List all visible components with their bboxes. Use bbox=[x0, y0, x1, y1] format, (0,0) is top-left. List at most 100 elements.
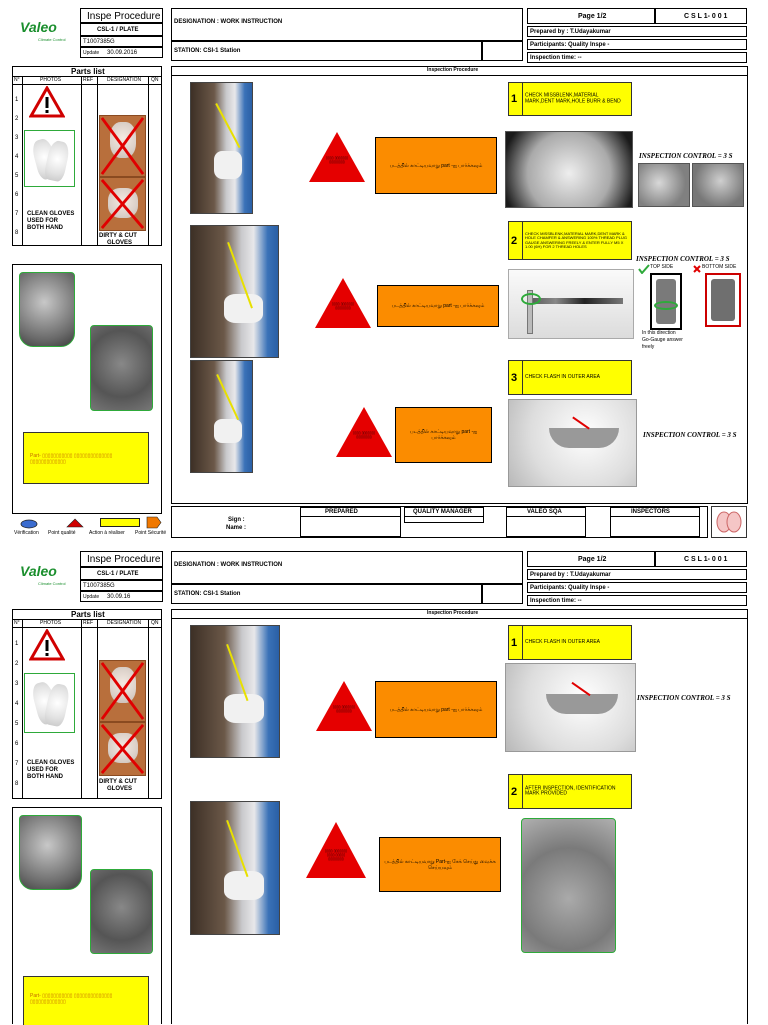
update-date: 30.09.16 bbox=[107, 594, 131, 600]
quality-point-icon bbox=[336, 407, 392, 457]
doc-code: C S L 1- 0 0 1 bbox=[684, 556, 728, 563]
tamil-instruction: படத்தில் காட்டியவாறு part -ஐ பார்க்கவும் bbox=[375, 681, 497, 738]
col-photos: PHOTOS bbox=[40, 77, 62, 83]
station: STATION: CSI-1 Station bbox=[174, 591, 241, 597]
gauge-note: Go-Gauge answer bbox=[642, 337, 683, 343]
legend-action: Action à réaliser bbox=[89, 530, 125, 536]
inspection-control: INSPECTION CONTROL = 3 S bbox=[643, 431, 737, 439]
doc-code: C S L 1- 0 0 1 bbox=[684, 13, 728, 20]
dirty-gloves-label: GLOVES bbox=[107, 786, 133, 792]
gauge-photo bbox=[508, 269, 634, 339]
parts-list-title: Parts list bbox=[71, 67, 105, 76]
valeo-logo: Valeo Climate Control bbox=[14, 558, 74, 588]
row-num: 4 bbox=[15, 154, 19, 160]
inspection-control: INSPECTION CONTROL = 3 S bbox=[639, 152, 733, 160]
hands-icon bbox=[711, 506, 747, 538]
col-ref: REF bbox=[83, 77, 93, 83]
dirty-gloves-label: DIRTY & CUT bbox=[99, 233, 137, 239]
gauge-note: freely bbox=[642, 344, 655, 350]
valeo-logo: Valeo Climate Control bbox=[14, 14, 74, 44]
row-num: 7 bbox=[15, 211, 19, 217]
station: STATION: CSI-1 Station bbox=[174, 48, 241, 54]
legend-verification: Vérification bbox=[14, 530, 39, 536]
inspection-control: INSPECTION CONTROL = 3 S bbox=[636, 255, 730, 263]
part-photos-panel: Part- ▯▯▯▯▯▯▯▯▯▯▯ ▯▯▯▯▯▯▯▯▯▯▯▯▯▯ ▯▯▯▯▯▯▯… bbox=[12, 807, 162, 1025]
col-no: N° bbox=[14, 620, 20, 626]
legend: Vérification Point qualité Action à réal… bbox=[12, 515, 168, 537]
part-note: Part- ▯▯▯▯▯▯▯▯▯▯▯ ▯▯▯▯▯▯▯▯▯▯▯▯▯▯ ▯▯▯▯▯▯▯… bbox=[23, 432, 149, 484]
legend-quality: Point qualité bbox=[48, 530, 76, 536]
part-number: T1007385G bbox=[83, 39, 115, 45]
tamil-instruction: படத்தில் காட்டியவாறு part -ஐ பார்க்கவும் bbox=[375, 137, 497, 194]
operator-photo bbox=[190, 801, 280, 935]
cut-gloves-photo bbox=[99, 722, 146, 776]
part-note: Part- ▯▯▯▯▯▯▯▯▯▯▯ ▯▯▯▯▯▯▯▯▯▯▯▯▯▯ ▯▯▯▯▯▯▯… bbox=[23, 976, 149, 1025]
operator-photo bbox=[190, 82, 253, 214]
page-number: Page 1/2 bbox=[578, 556, 607, 563]
clean-gloves-label: BOTH HAND bbox=[27, 774, 63, 780]
bottom-side-photo bbox=[705, 273, 741, 327]
col-designation: DESIGNATION bbox=[107, 620, 142, 626]
procedure-title: Inspection Procedure bbox=[427, 67, 479, 73]
procedure-title: Inspection Procedure bbox=[427, 610, 479, 616]
inspection-procedure: Inspection Procedure ▯▯▯▯ ▯▯▯▯▯▯▯ ▯▯▯▯▯▯… bbox=[171, 609, 748, 1024]
part-name: CSL-1 / PLATE bbox=[97, 27, 139, 33]
inspection-time: Inspection time: -- bbox=[530, 598, 582, 604]
row-num: 7 bbox=[15, 761, 19, 767]
parts-list-table: Parts list N° PHOTOS REF DESIGNATION QN … bbox=[12, 66, 162, 246]
top-side-label: TOP SIDE bbox=[650, 264, 674, 270]
update-label: Update bbox=[83, 594, 100, 600]
ellipse-icon bbox=[20, 519, 38, 529]
designation: DESIGNATION : WORK INSTRUCTION bbox=[174, 562, 283, 568]
bottom-side-label: BOTTOM SIDE bbox=[702, 264, 737, 270]
warning-icon bbox=[29, 629, 65, 661]
part-photo-bottom bbox=[90, 325, 153, 411]
participants: Participants: Quality Inspe - bbox=[530, 42, 610, 48]
check-icon bbox=[638, 264, 650, 274]
row-num: 8 bbox=[15, 781, 19, 787]
dirty-gloves-photo bbox=[99, 660, 146, 722]
designation: DESIGNATION : WORK INSTRUCTION bbox=[174, 19, 283, 25]
dirty-gloves-photo bbox=[99, 115, 146, 177]
defect-photo bbox=[692, 163, 744, 207]
identification-mark-photo bbox=[521, 818, 616, 953]
col-qty: QN bbox=[151, 77, 159, 83]
logo-text: Valeo bbox=[20, 19, 57, 35]
pentagon-icon bbox=[146, 516, 162, 529]
gauge-note: In this direction bbox=[642, 330, 676, 336]
logo-text: Valeo bbox=[20, 563, 57, 579]
inspection-time: Inspection time: -- bbox=[530, 55, 582, 61]
prepared-by: Prepared by : T.Udayakumar bbox=[530, 572, 611, 578]
sign-footer: Sign : Name : PREPARED QUALITY MANAGER V… bbox=[171, 506, 708, 538]
clean-gloves-label: BOTH HAND bbox=[27, 225, 63, 231]
legend-security: Point Sécurité bbox=[135, 530, 167, 536]
row-num: 3 bbox=[15, 135, 19, 141]
col-photos: PHOTOS bbox=[40, 620, 62, 626]
col-qty: QN bbox=[151, 620, 159, 626]
quality-point-icon bbox=[315, 278, 371, 328]
row-num: 4 bbox=[15, 701, 19, 707]
dirty-gloves-label: DIRTY & CUT bbox=[99, 779, 137, 785]
flash-area-photo bbox=[508, 399, 637, 487]
part-photo-bottom bbox=[90, 869, 153, 954]
participants: Participants: Quality Inspe - bbox=[530, 585, 610, 591]
update-date: 30.09.2016 bbox=[107, 50, 138, 56]
doc-title: Inspe Procedure bbox=[87, 11, 161, 22]
row-num: 5 bbox=[15, 173, 19, 179]
top-side-photo bbox=[650, 273, 682, 330]
doc-title: Inspe Procedure bbox=[87, 554, 161, 565]
row-num: 1 bbox=[15, 97, 19, 103]
sign-label: Sign : bbox=[228, 517, 245, 523]
row-num: 2 bbox=[15, 116, 19, 122]
quality-point-icon bbox=[306, 822, 366, 878]
parts-list-table: Parts list N° PHOTOS REF DESIGNATION QN … bbox=[12, 609, 162, 799]
row-num: 2 bbox=[15, 661, 19, 667]
parts-list-title: Parts list bbox=[71, 610, 105, 619]
operator-photo bbox=[190, 360, 253, 473]
clean-gloves-photo bbox=[24, 673, 75, 733]
triangle-icon bbox=[66, 518, 84, 528]
